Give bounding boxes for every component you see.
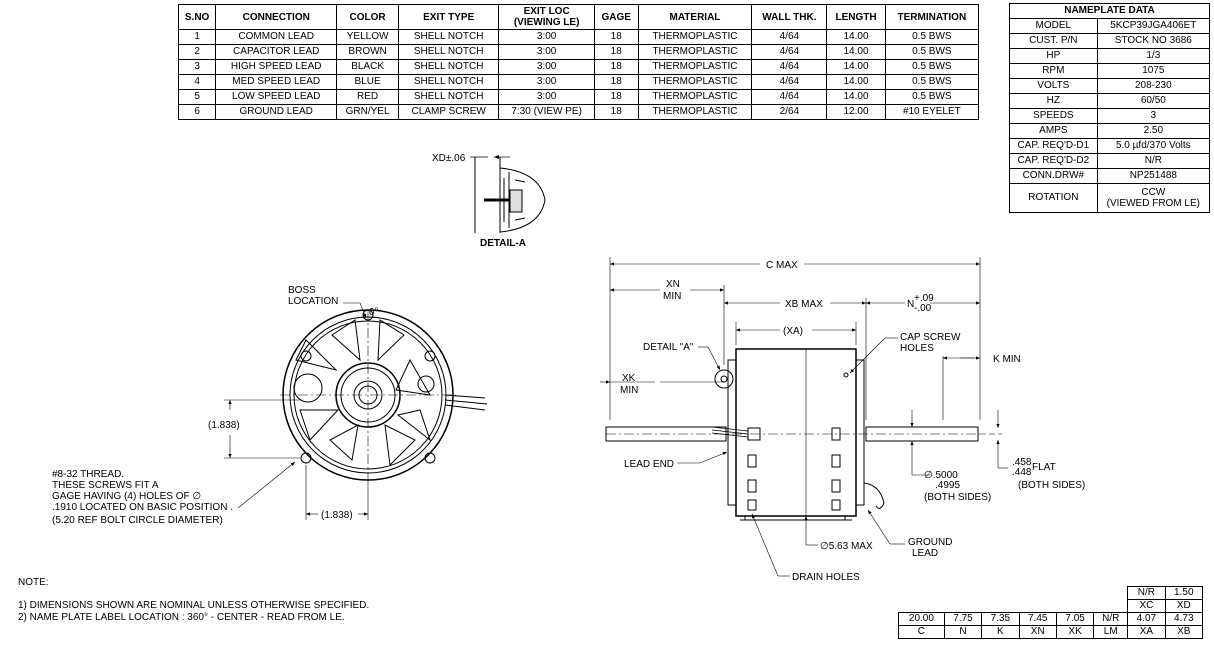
boss-label-2: LOCATION — [288, 296, 338, 307]
connection-cell: 12.00 — [826, 104, 886, 120]
thread-note-2: THESE SCREWS FIT A — [52, 480, 159, 491]
header-sno: S.NO — [177, 4, 217, 30]
rotation-value-line1: CCW — [1141, 187, 1166, 198]
connection-cell: 3:00 — [498, 74, 595, 90]
header-exit-loc-line1: EXIT LOC — [523, 6, 570, 17]
xn-label-2: MIN — [663, 291, 681, 302]
cap-screw-label-1: CAP SCREW — [900, 332, 961, 343]
thread-note-5: (5.20 REF BOLT CIRCLE DIAMETER) — [52, 515, 223, 526]
shaft-dia-label-1: ∅.5000 — [924, 470, 958, 481]
cap-screw-label-2: HOLES — [900, 343, 934, 354]
xn-label-1: XN — [666, 279, 680, 290]
xa-label: (XA) — [783, 326, 803, 337]
flat-label-2: .448 — [1012, 467, 1032, 478]
ground-lead-label-1: GROUND — [908, 537, 952, 548]
dim-label: C — [898, 625, 945, 639]
dim-1838-horizontal: (1.838) — [321, 510, 353, 521]
n-label: N — [907, 299, 914, 310]
xk-label-1: XK — [622, 373, 636, 384]
connection-cell: 18 — [593, 104, 639, 120]
connection-cell: 6 — [177, 104, 217, 120]
nameplate-row: CONN.DRW#NP251488 — [1009, 168, 1211, 184]
xd-label: XD±.06 — [432, 153, 466, 164]
ground-lead-label-2: LEAD — [912, 548, 938, 559]
boss-label-1: BOSS — [288, 285, 316, 296]
detail-a-ref-label: DETAIL "A" — [643, 342, 694, 353]
connection-table-header: S.NO CONNECTION COLOR EXIT TYPE EXIT LOC… — [177, 4, 980, 30]
note-line-2: 2) NAME PLATE LABEL LOCATION : 360° - CE… — [18, 612, 345, 623]
dim-1838-vertical: (1.838) — [208, 420, 240, 431]
connection-cell: CLAMP SCREW — [398, 104, 500, 120]
header-exit-loc-line2: (VIEWING LE) — [513, 17, 580, 28]
dim-top-labels-row: XC XD — [899, 599, 1204, 613]
detail-a-drawing — [470, 155, 546, 233]
nameplate-row-rotation: ROTATION CCW(VIEWED FROM LE) — [1009, 183, 1211, 213]
body-dia-label: ∅5.63 MAX — [820, 541, 873, 552]
dim-label: XB — [1164, 625, 1204, 639]
flat-label-1: .458 — [1012, 457, 1032, 468]
note-line-1: 1) DIMENSIONS SHOWN ARE NOMINAL UNLESS O… — [18, 600, 370, 611]
connection-cell: 7:30 (VIEW PE) — [498, 104, 595, 120]
nameplate-rotation-label: ROTATION — [1009, 183, 1098, 213]
shaft-dia-label-2: .4995 — [935, 480, 960, 491]
zero-deg-label: 0° — [369, 307, 379, 318]
dim-label: XK — [1055, 625, 1095, 639]
thread-note-4: .1910 LOCATED ON BASIC POSITION . — [52, 502, 233, 513]
connection-table: S.NO CONNECTION COLOR EXIT TYPE EXIT LOC… — [177, 4, 980, 120]
both-sides-label-1: (BOTH SIDES) — [924, 492, 991, 503]
connection-cell: #10 EYELET — [884, 104, 980, 120]
dim-label: XA — [1127, 625, 1166, 639]
c-max-label: C MAX — [766, 260, 798, 271]
xk-label-2: MIN — [620, 385, 638, 396]
nameplate-value: 208-230 — [1096, 78, 1211, 94]
header-length: LENGTH — [826, 4, 886, 30]
end-view-drawing — [224, 302, 488, 520]
flat-label-3: FLAT — [1032, 462, 1056, 473]
thread-note-1: #8-32 THREAD. — [52, 469, 124, 480]
drain-holes-label: DRAIN HOLES — [792, 572, 860, 583]
detail-a-title: DETAIL-A — [480, 238, 526, 249]
xb-max-label: XB MAX — [785, 299, 823, 310]
k-min-label: K MIN — [993, 354, 1021, 365]
side-view-drawing — [600, 257, 1008, 577]
connection-cell: 14.00 — [826, 44, 886, 60]
n-tol-plus: +.09 — [914, 293, 934, 304]
rotation-value-line2: (VIEWED FROM LE) — [1106, 198, 1200, 209]
both-sides-label-2: (BOTH SIDES) — [1018, 480, 1085, 491]
note-title: NOTE: — [18, 577, 49, 588]
thread-note-3: GAGE HAVING (4) HOLES OF ∅ — [52, 491, 201, 502]
lead-end-label: LEAD END — [624, 459, 674, 470]
connection-cell: GROUND LEAD — [215, 104, 338, 120]
header-termination: TERMINATION — [884, 4, 980, 30]
header-exit-loc: EXIT LOC(VIEWING LE) — [498, 4, 595, 30]
n-tol-minus: -.00 — [914, 303, 932, 314]
nameplate-rotation-value: CCW(VIEWED FROM LE) — [1096, 183, 1211, 213]
